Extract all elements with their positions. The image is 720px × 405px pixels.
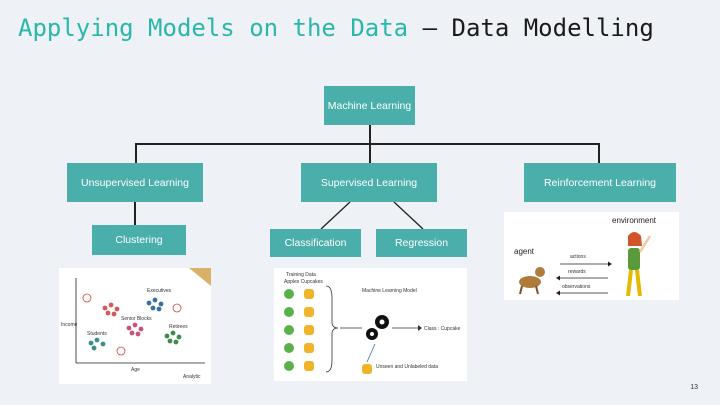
cluster-teal [88, 337, 106, 351]
classification-node: Classification [270, 229, 361, 257]
actions-label: actions [570, 254, 586, 260]
environment-label: environment [612, 216, 657, 225]
slide-title: Applying Models on the Data – Data Model… [18, 14, 654, 42]
connector [135, 143, 599, 145]
corner-decoration [189, 268, 211, 286]
page-number: 13 [690, 384, 698, 391]
group-label: Executives [147, 288, 172, 294]
regression-node: Regression [376, 229, 467, 257]
reinforcement-learning-node: Reinforcement Learning [524, 163, 676, 202]
axis-ylabel: Income [61, 322, 78, 328]
apples-cupcakes-label: Apples Cupcakes [284, 279, 323, 285]
supervised-learning-node: Supervised Learning [301, 163, 437, 202]
group-label: Retirees [169, 324, 188, 330]
reinforcement-illustration: environment agent actions rewards observ… [504, 212, 679, 300]
connector [134, 202, 136, 225]
group-label: Students [87, 331, 107, 337]
unseen-data-label: Unseen and Unlabeled data [376, 364, 438, 370]
observations-label: observations [562, 284, 591, 290]
person-icon [626, 232, 652, 297]
outlier-marker [172, 303, 182, 313]
machine-learning-node: Machine Learning [324, 86, 415, 125]
clustering-illustration: Income Age Executives Senior Blocks Stud… [59, 268, 211, 384]
output-class-label: Class : Cupcake [424, 326, 461, 332]
unseen-cupcake-icon [362, 364, 372, 374]
brace [325, 285, 339, 373]
outlier-marker [116, 346, 126, 356]
unsupervised-learning-node: Unsupervised Learning [67, 163, 203, 202]
agent-label: agent [514, 247, 535, 256]
group-label: Senior Blocks [121, 316, 152, 322]
cluster-red [102, 302, 120, 317]
analytic-logo: Analytic [183, 374, 201, 380]
outlier-marker [82, 293, 92, 303]
cupcake-icons [304, 289, 314, 371]
gear-icon [366, 315, 389, 340]
classification-illustration: Training Data Apples Cupcakes Machine Le… [274, 268, 467, 381]
connector [369, 125, 371, 144]
connector [369, 143, 371, 163]
connector [135, 143, 137, 163]
slide-title-rest: – Data Modelling [408, 14, 654, 42]
training-data-label: Training Data [286, 272, 316, 278]
apple-icons [284, 289, 294, 371]
clustering-node: Clustering [92, 225, 186, 255]
cluster-blue [146, 297, 164, 312]
axis-xlabel: Age [131, 367, 140, 373]
slide-title-accent: Applying Models on the Data [18, 14, 409, 42]
cluster-green [164, 330, 182, 345]
dog-icon [519, 267, 545, 295]
rewards-label: rewards [568, 269, 586, 275]
connector [598, 143, 600, 163]
model-label: Machine Learning Model [362, 288, 417, 294]
cluster-pink [126, 322, 144, 337]
